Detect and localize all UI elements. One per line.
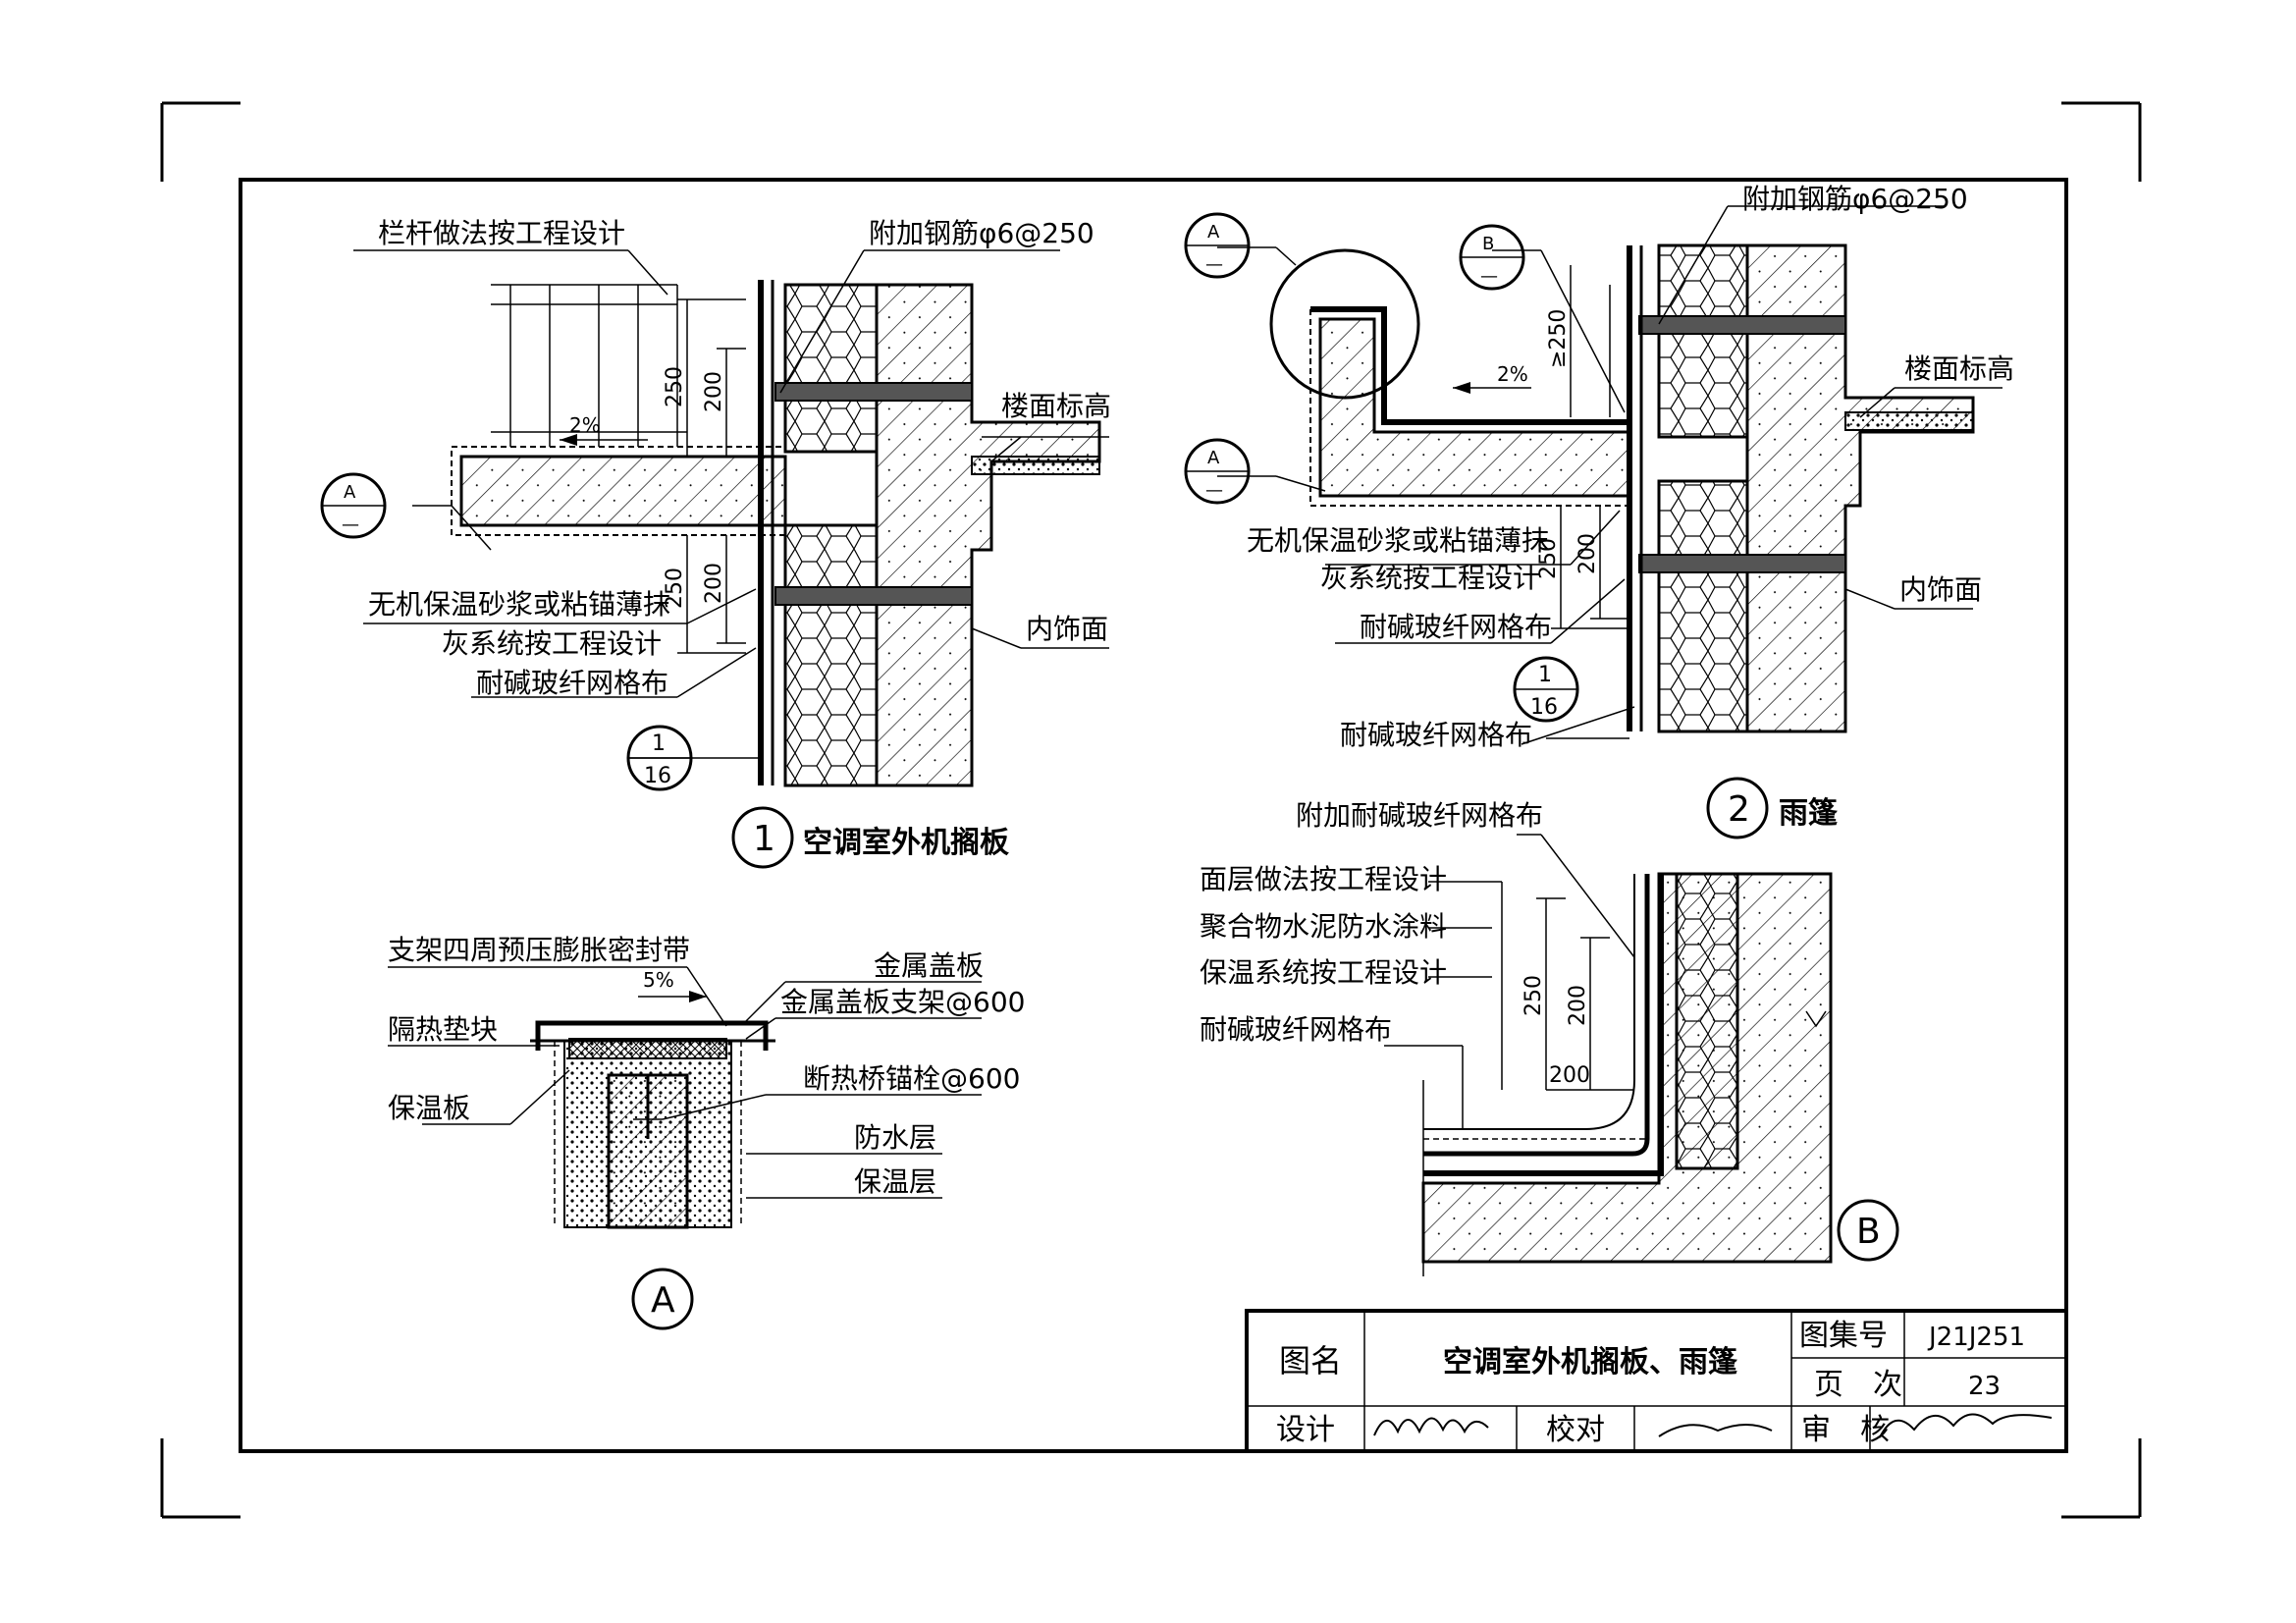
- d2-ref-a2-top: A: [1207, 448, 1220, 468]
- da-slope-label: 5%: [643, 968, 674, 992]
- d2-ref-b-bottom: —: [1480, 266, 1498, 287]
- d2-ref-a1-bottom: —: [1205, 254, 1223, 275]
- title-name-label: 图名: [1279, 1342, 1342, 1380]
- db-mesh-label: 耐碱玻纤网格布: [1200, 1013, 1392, 1046]
- title-atlas-value: J21J251: [1927, 1323, 2025, 1352]
- title-design-label: 设计: [1276, 1413, 1335, 1447]
- d2-dim-250: 250: [1536, 538, 1561, 579]
- db-dim-200-horizontal: 200: [1549, 1063, 1590, 1088]
- d2-dim-250-top: ≥250: [1546, 309, 1571, 368]
- d1-dim-250-bottom: 250: [663, 568, 687, 609]
- d1-ref-a-top: A: [344, 482, 356, 503]
- db-caption-number: B: [1856, 1212, 1881, 1252]
- d1-floor-level-label: 楼面标高: [1001, 390, 1111, 422]
- d2-mesh-label-1: 耐碱玻纤网格布: [1360, 611, 1552, 643]
- title-page-value: 23: [1968, 1372, 2001, 1401]
- title-review-label: 审 核: [1801, 1413, 1890, 1447]
- d1-dim-250-top: 250: [663, 366, 687, 407]
- d1-ref-a-bottom: —: [342, 514, 359, 535]
- d1-mortar-label-2: 灰系统按工程设计: [442, 627, 662, 660]
- d2-dim-200: 200: [1575, 533, 1600, 574]
- d2-ref-116-top: 1: [1538, 663, 1552, 687]
- d1-mortar-label-1: 无机保温砂浆或粘锚薄抹: [368, 588, 670, 621]
- db-coating-label: 聚合物水泥防水涂料: [1200, 910, 1447, 943]
- d2-slope-label: 2%: [1497, 362, 1528, 386]
- title-check-label: 校对: [1546, 1413, 1605, 1447]
- d1-slope-label: 2%: [569, 413, 601, 437]
- d2-floor-level-label: 楼面标高: [1904, 352, 2014, 385]
- da-board-label: 保温板: [388, 1092, 470, 1124]
- da-anchor-label: 断热桥锚栓@600: [803, 1062, 1020, 1095]
- d2-interior-label: 内饰面: [1899, 573, 1982, 606]
- da-seal-label: 支架四周预压膨胀密封带: [388, 934, 690, 966]
- da-caption-number: A: [651, 1280, 675, 1321]
- detail-1-drawing: [320, 249, 1109, 869]
- title-atlas-label: 图集号: [1799, 1319, 1888, 1353]
- d2-caption-number: 2: [1728, 789, 1750, 830]
- db-dim-250: 250: [1522, 975, 1546, 1016]
- db-system-label: 保温系统按工程设计: [1200, 956, 1447, 989]
- d1-interior-label: 内饰面: [1026, 613, 1108, 645]
- d1-ref-116-top: 1: [652, 731, 666, 756]
- d1-dim-200-top: 200: [702, 371, 726, 412]
- da-cover-label: 金属盖板: [874, 949, 984, 982]
- d1-mesh-label: 耐碱玻纤网格布: [476, 667, 668, 699]
- detail-a-drawing: [388, 966, 982, 1330]
- corner-marks: [160, 101, 2142, 1519]
- db-dim-200-vertical: 200: [1566, 985, 1590, 1026]
- d2-ref-116-bottom: 16: [1530, 695, 1558, 720]
- db-surface-label: 面层做法按工程设计: [1200, 863, 1447, 895]
- da-bracket-label: 金属盖板支架@600: [780, 986, 1025, 1018]
- title-page-label: 页 次: [1814, 1368, 1902, 1402]
- d1-ref-116-bottom: 16: [644, 764, 671, 788]
- detail-b-drawing: [1384, 834, 1899, 1276]
- d2-ref-a1-top: A: [1207, 222, 1220, 243]
- sheet-frame: [239, 178, 2068, 1453]
- d2-ref-b-top: B: [1482, 234, 1494, 254]
- title-block: [1245, 1309, 2068, 1453]
- d1-caption: 空调室外机搁板: [803, 826, 1009, 860]
- da-waterproof-label: 防水层: [854, 1121, 936, 1154]
- title-name-value: 空调室外机搁板、雨篷: [1443, 1345, 1737, 1380]
- db-extra-mesh-label: 附加耐碱玻纤网格布: [1296, 799, 1543, 832]
- d2-ref-a2-bottom: —: [1205, 480, 1223, 501]
- da-block-label: 隔热垫块: [388, 1013, 498, 1046]
- d2-caption: 雨篷: [1779, 796, 1838, 831]
- d2-mortar-label-1: 无机保温砂浆或粘锚薄抹: [1247, 524, 1549, 557]
- da-insulation-label: 保温层: [854, 1165, 936, 1198]
- d2-rebar-label: 附加钢筋φ6@250: [1742, 183, 1968, 215]
- d1-railing-label: 栏杆做法按工程设计: [378, 217, 625, 249]
- d1-dim-200-bottom: 200: [702, 563, 726, 604]
- d1-caption-number: 1: [753, 819, 775, 859]
- d2-mesh-label-2: 耐碱玻纤网格布: [1340, 719, 1532, 751]
- d1-rebar-label: 附加钢筋φ6@250: [869, 217, 1095, 249]
- d2-mortar-label-2: 灰系统按工程设计: [1320, 562, 1540, 594]
- detail-2-drawing: [1184, 205, 2002, 839]
